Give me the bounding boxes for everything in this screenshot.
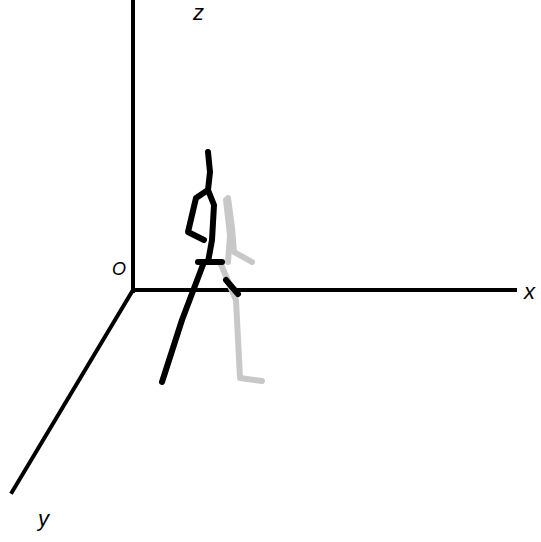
y-axis [12,290,133,492]
axis-label: x [524,281,535,303]
black-arm [188,152,210,240]
axis-label: O [112,260,126,278]
z-axis [131,0,135,291]
black-walker [162,152,238,382]
grey-leg [220,262,262,381]
black-knee-stroke [226,280,238,294]
black-leg [162,262,204,382]
grey-torso [226,200,230,262]
axis-label: z [193,2,204,24]
black-torso [208,190,214,262]
axis-label: y [38,508,49,530]
grey-walker [220,198,262,381]
